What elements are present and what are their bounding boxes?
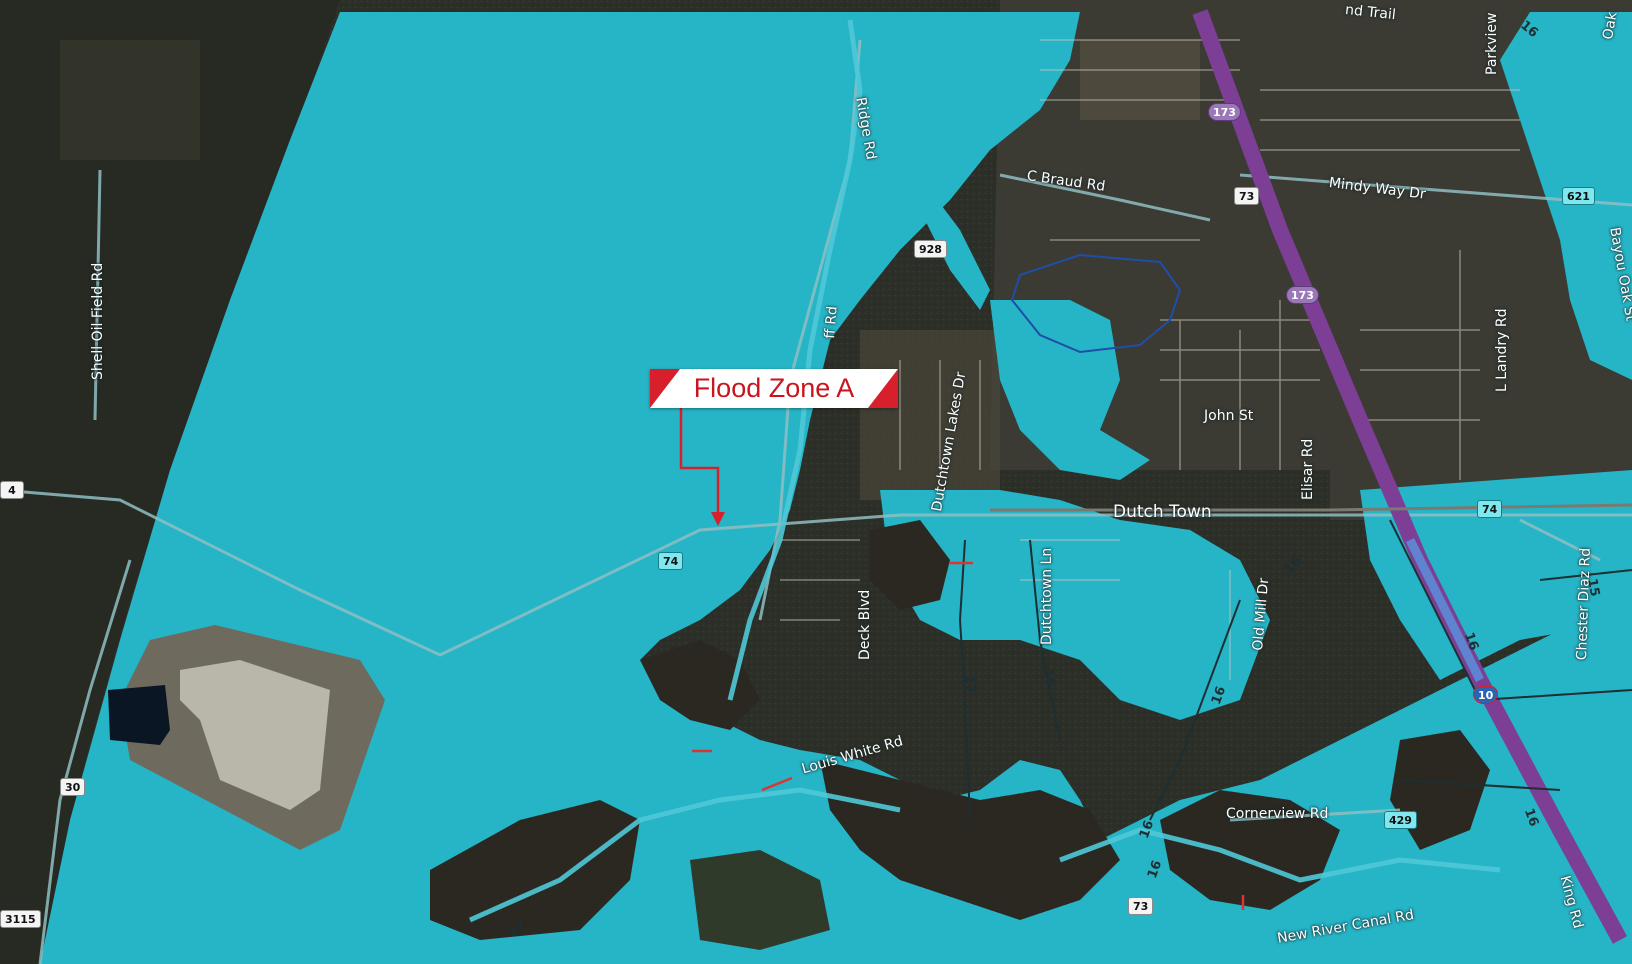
contour-label: 17 — [961, 674, 977, 693]
callout-label: Flood Zone A — [693, 373, 855, 403]
route-shield-74-edge: 4 — [0, 481, 24, 499]
flood-zone-callout: Flood Zone A — [650, 369, 898, 408]
route-shield-173: 173 — [1208, 103, 1241, 121]
street-label-dutchtown-ln: Dutchtown Ln — [1039, 547, 1055, 645]
street-label-john-st: John St — [1204, 408, 1254, 424]
route-shield-73: 73 — [1234, 187, 1260, 205]
street-label-cornerview-rd: Cornerview Rd — [1226, 806, 1329, 822]
contour-label: 16 — [1040, 667, 1059, 688]
retention-pond — [108, 685, 170, 745]
waterways — [468, 19, 1501, 923]
route-shield-73: 73 — [1128, 897, 1154, 915]
street-label-bluff-rd: ff Rd — [822, 305, 841, 340]
highway-74 — [990, 503, 1632, 512]
route-shield-173: 173 — [1286, 286, 1319, 304]
route-shield-3115: 3115 — [0, 910, 41, 928]
route-shield-621: 621 — [1562, 187, 1595, 205]
highlighted-parcel — [1010, 253, 1182, 354]
callout-flag-left — [650, 369, 680, 408]
place-label-dutch-town: Dutch Town — [1113, 502, 1212, 522]
land-patch — [640, 640, 760, 730]
route-shield-928: 928 — [914, 240, 947, 258]
contour-lines — [958, 519, 1632, 821]
route-shield-30: 30 — [60, 778, 86, 796]
flood-zone-a-area — [40, 12, 1632, 964]
street-label-deck-blvd: Deck Blvd — [857, 589, 873, 660]
route-shield-74: 74 — [1477, 500, 1503, 518]
contour-label: 15 — [1584, 577, 1603, 598]
developed-area — [990, 0, 1632, 520]
street-label-parkview: Parkview — [1484, 12, 1500, 76]
street-label-l-landry-rd: L Landry Rd — [1494, 308, 1510, 393]
street-grid — [780, 39, 1520, 680]
callout-flag-right — [868, 369, 898, 408]
street-label-shell-oil-field-rd: Shell Oil Field Rd — [90, 262, 106, 380]
street-label-elisar-rd: Elisar Rd — [1300, 438, 1316, 500]
route-shield-74: 74 — [658, 552, 684, 570]
callout-pointer — [679, 408, 725, 526]
route-shield-429: 429 — [1384, 811, 1417, 829]
route-shield-interstate-10: 10 — [1473, 686, 1499, 704]
